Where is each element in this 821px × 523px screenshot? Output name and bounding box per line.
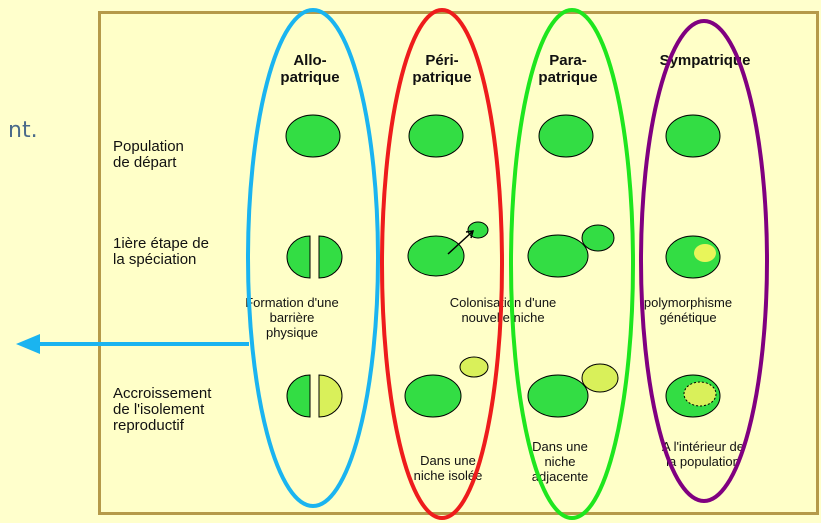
cell-para-start (539, 115, 593, 157)
cell-peri-step1 (408, 236, 464, 276)
cell-peri-start (409, 115, 463, 157)
cell-peri-step2 (405, 375, 461, 417)
cell-sym-subpopulation (684, 382, 716, 406)
cell-allo-iso-right (319, 375, 342, 417)
cell-peri-isolated (460, 357, 488, 377)
cell-allo-start (286, 115, 340, 157)
cell-para-step1-bud (582, 225, 614, 251)
allopatric-highlight-ring (248, 10, 378, 506)
cell-sym-polymorph-spot (694, 244, 716, 262)
cell-para-step2-adjacent (582, 364, 618, 392)
cell-para-step2-main (528, 375, 588, 417)
cell-sym-start (666, 115, 720, 157)
cell-allo-split-left (287, 236, 310, 278)
cell-allo-iso-left (287, 375, 310, 417)
cell-allo-split-right (319, 236, 342, 278)
left-pointer-arrow-icon (16, 334, 40, 354)
cell-para-step1-main (528, 235, 588, 277)
